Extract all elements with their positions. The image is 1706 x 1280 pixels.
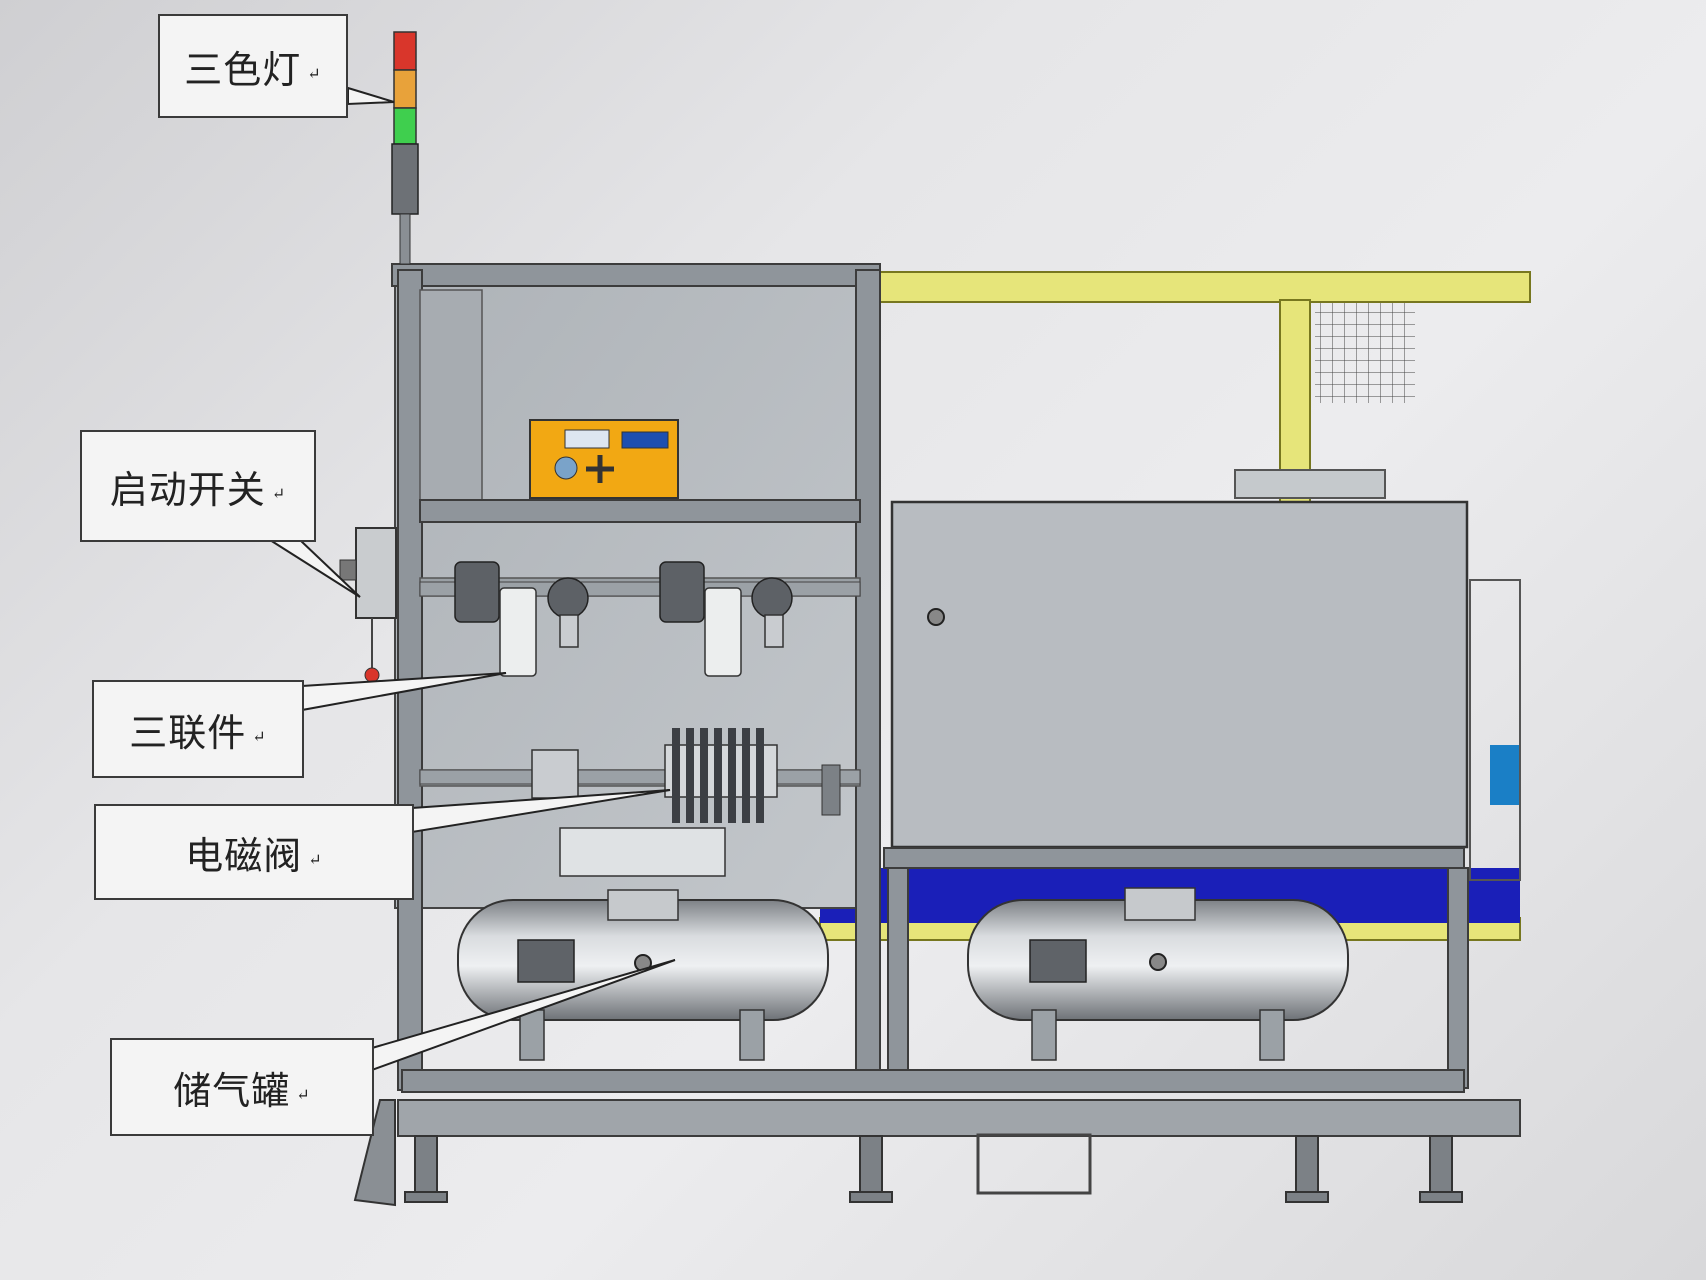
callout-solenoid-valve: 电磁阀↵ (94, 804, 414, 900)
signal-tower (391, 31, 419, 265)
air-tanks (457, 887, 1349, 1061)
callout-air-tank: 储气罐↵ (110, 1038, 374, 1136)
callout-start-switch: 启动开关↵ (80, 430, 316, 542)
callout-signal-light: 三色灯↵ (158, 14, 348, 118)
callout-leaders (266, 86, 676, 1072)
signal-light-label: 三色灯 (184, 47, 302, 92)
base-frame (353, 1069, 1521, 1207)
air-tank-label: 储气罐 (173, 1068, 291, 1113)
solenoid-valve-label: 电磁阀 (185, 833, 303, 878)
start-switch-label: 启动开关 (109, 467, 266, 512)
frl-units (419, 561, 861, 677)
green-light (393, 107, 417, 145)
electrical-cabinet (883, 500, 1469, 1089)
amber-light (393, 69, 417, 109)
solenoid-valves (419, 728, 861, 877)
frl-unit-label: 三联件 (129, 710, 247, 755)
controller-box (529, 419, 679, 499)
start-switch-box (339, 527, 397, 683)
red-light (393, 31, 417, 71)
callout-frl-unit: 三联件↵ (92, 680, 304, 778)
